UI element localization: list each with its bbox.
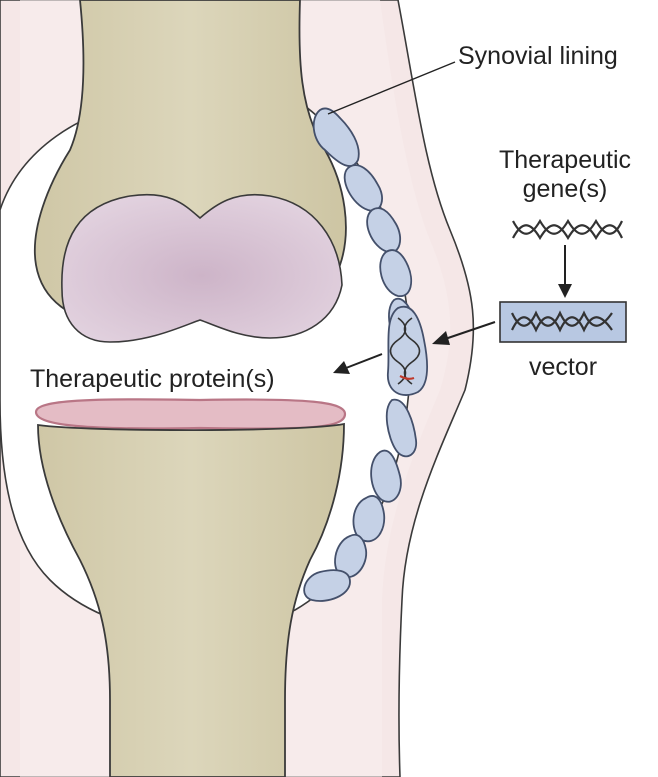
gene-to-vector-arrowhead	[558, 284, 572, 298]
therapeutic-protein-label: Therapeutic protein(s)	[30, 365, 275, 393]
therapeutic-gene-label-line2: gene(s)	[523, 175, 608, 203]
synovial-lining-label: Synovial lining	[458, 42, 618, 70]
meniscus	[36, 399, 345, 428]
therapeutic-gene-dna-icon	[513, 221, 622, 238]
vector-label: vector	[529, 353, 597, 381]
femoral-cartilage	[62, 195, 342, 342]
therapeutic-gene-label-line1: Therapeutic	[499, 146, 631, 174]
